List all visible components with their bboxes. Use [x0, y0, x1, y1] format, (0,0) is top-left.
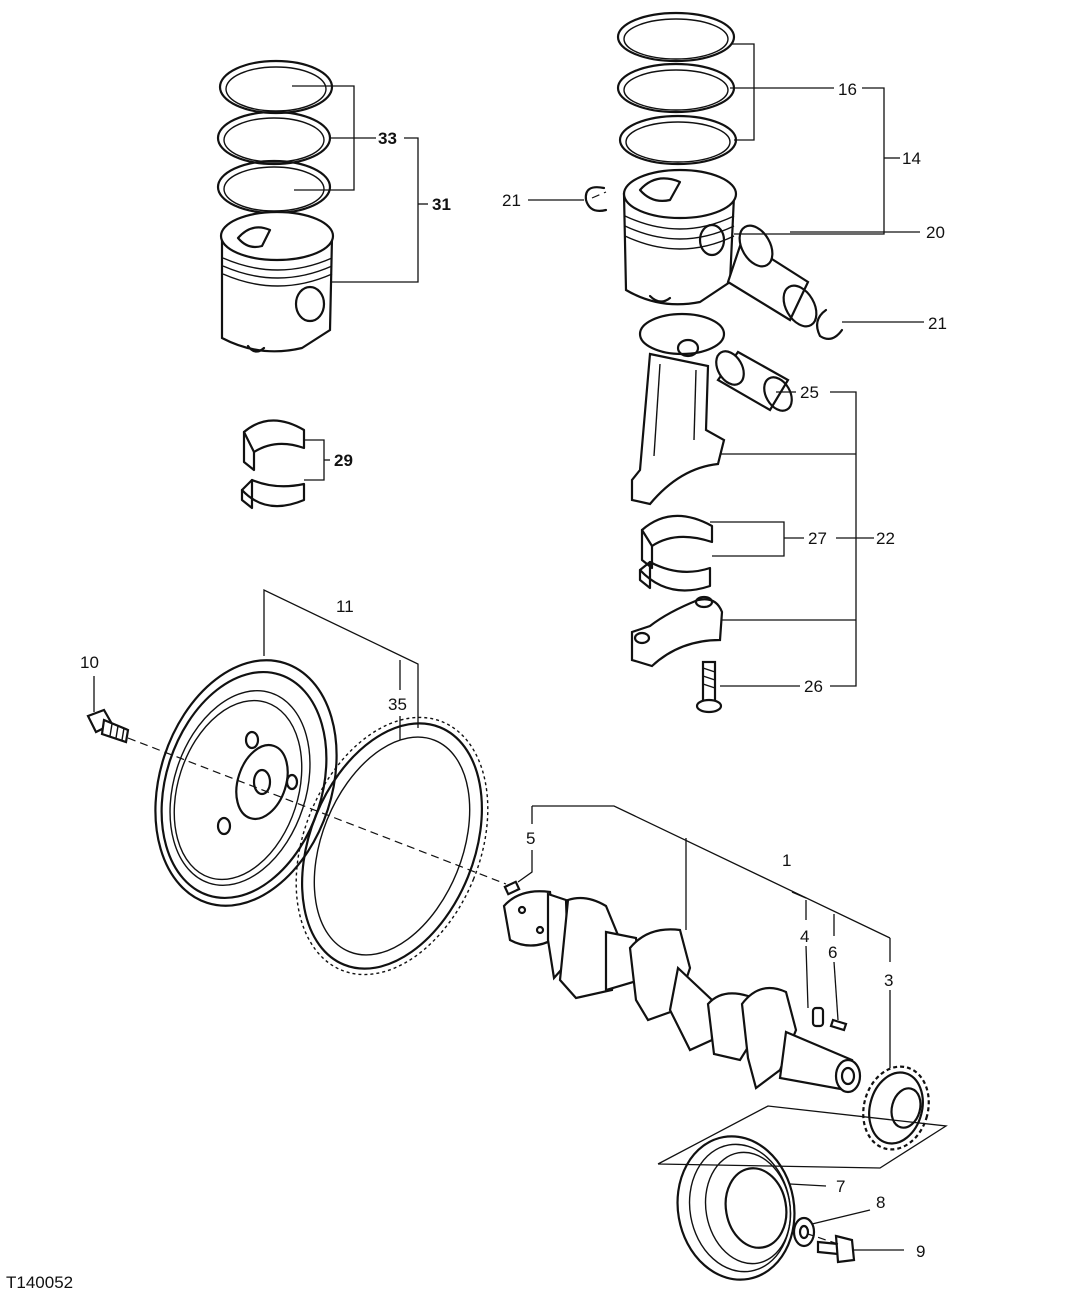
connecting-rod-22 — [630, 312, 726, 506]
small-end-bushing-25 — [715, 350, 793, 412]
dowel-pin-5 — [503, 880, 521, 896]
piston-31 — [219, 210, 335, 353]
washer-8 — [792, 1216, 816, 1248]
callout-4: 4 — [800, 927, 809, 946]
callout-20: 20 — [926, 223, 945, 242]
callout-35: 35 — [388, 695, 407, 714]
callout-26: 26 — [804, 677, 823, 696]
callout-27: 27 — [808, 529, 827, 548]
callout-3: 3 — [884, 971, 893, 990]
rod-bolt-26 — [695, 660, 723, 714]
callout-11: 11 — [336, 597, 354, 616]
piston-ring-set-16 — [616, 11, 738, 166]
callout-10: 10 — [80, 653, 99, 672]
snap-ring-21-lower — [815, 308, 844, 341]
flywheel-11 — [154, 659, 338, 907]
callout-31: 31 — [432, 195, 451, 214]
rod-bearing-shells-27 — [638, 514, 714, 592]
callout-22: 22 — [876, 529, 895, 548]
callout-6: 6 — [828, 943, 837, 962]
leader-lines — [93, 43, 948, 1251]
pulley-7 — [676, 1135, 796, 1281]
bearing-shells-29 — [240, 419, 306, 510]
callout-21-lower: 21 — [928, 314, 947, 333]
snap-ring-21-upper — [584, 186, 608, 212]
callout-5: 5 — [526, 829, 535, 848]
key-4 — [811, 1006, 825, 1028]
rod-cap-22 — [630, 595, 724, 668]
pulley-bolt-9 — [816, 1234, 856, 1264]
piston-pin-20 — [726, 224, 818, 328]
callout-14: 14 — [902, 149, 921, 168]
crank-gear-3 — [862, 1065, 930, 1151]
callout-7: 7 — [836, 1177, 845, 1196]
crankshaft-1 — [502, 890, 862, 1094]
key-6 — [829, 1018, 848, 1032]
callout-25: 25 — [800, 383, 819, 402]
ring-gear-35 — [295, 716, 489, 976]
callout-labels: 33 31 29 16 14 21 20 21 25 27 22 26 11 3… — [80, 80, 947, 1261]
callout-33: 33 — [378, 129, 397, 148]
callout-21-upper: 21 — [502, 191, 521, 210]
callout-9: 9 — [916, 1242, 925, 1261]
piston-14 — [622, 168, 738, 306]
callout-1: 1 — [782, 851, 791, 870]
callout-16: 16 — [838, 80, 857, 99]
callout-8: 8 — [876, 1193, 885, 1212]
callout-29: 29 — [334, 451, 353, 470]
axis-lines — [127, 191, 839, 1245]
flywheel-bolt-10 — [86, 708, 130, 744]
drawing-id: T140052 — [6, 1273, 73, 1292]
